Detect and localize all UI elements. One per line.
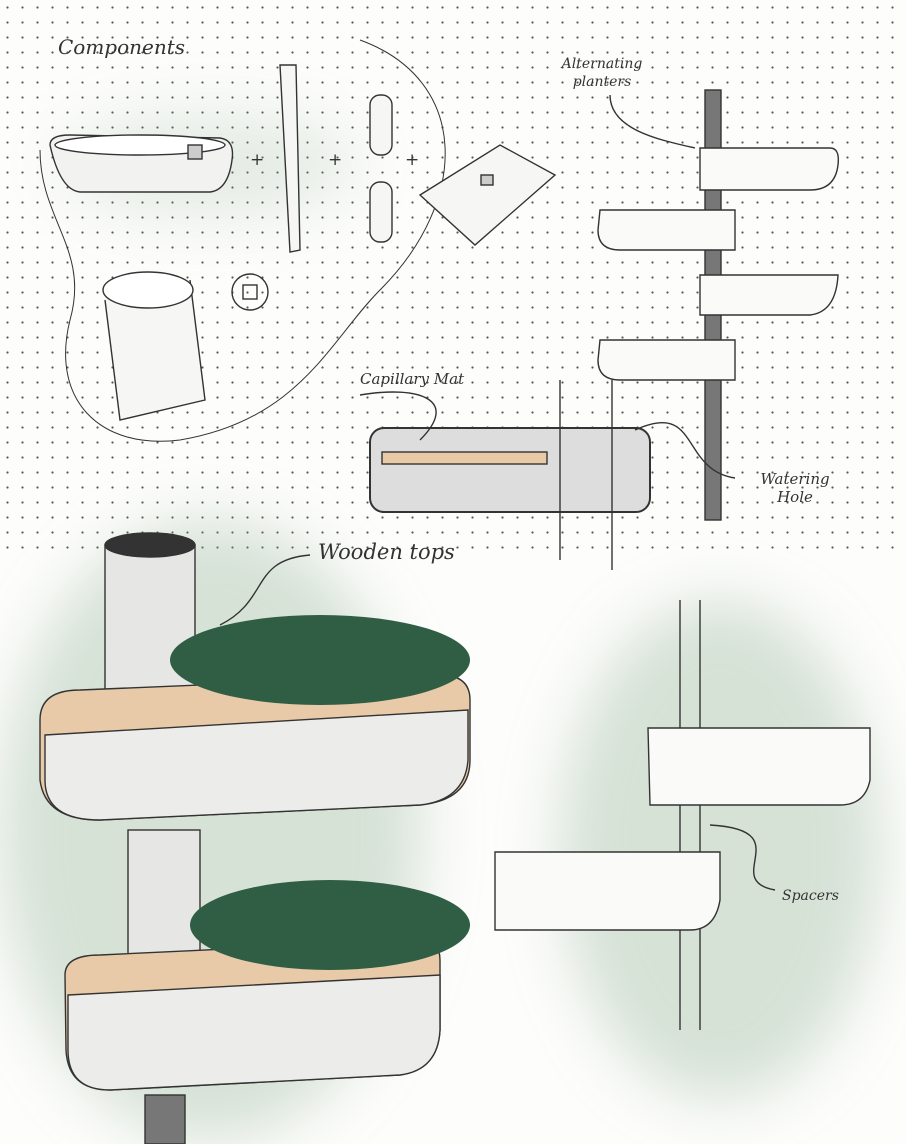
spacers-leader: [709, 824, 776, 891]
label-spacers: Spacers: [782, 888, 839, 904]
plus-sign-3: +: [405, 150, 420, 170]
label-components: Components: [58, 35, 186, 59]
tube-component: [102, 271, 269, 421]
planter-component: [49, 134, 234, 193]
label-watering-hole: Watering Hole: [760, 470, 830, 506]
components-outline: [39, 39, 446, 442]
watering-leader: [634, 422, 736, 479]
capillary-leader: [359, 391, 437, 441]
label-alternating-planters: Alternating planters: [561, 56, 643, 90]
mat-component: [418, 144, 557, 246]
plus-sign-2: +: [328, 150, 343, 170]
label-capillary-mat: Capillary Mat: [360, 370, 465, 388]
capillary-section: [369, 380, 651, 570]
label-wooden-tops: Wooden tops: [318, 540, 455, 564]
pole-component: [279, 64, 301, 253]
spacer-sketch: [494, 600, 871, 1030]
wooden-top-planters: [39, 532, 471, 1144]
glow-right: [560, 600, 880, 1100]
alternating-planters: [597, 89, 840, 521]
plus-sign-1: +: [250, 150, 265, 170]
alternating-leader: [609, 94, 696, 149]
wooden-tops-leader: [219, 554, 311, 626]
spacer-components: [369, 94, 393, 243]
